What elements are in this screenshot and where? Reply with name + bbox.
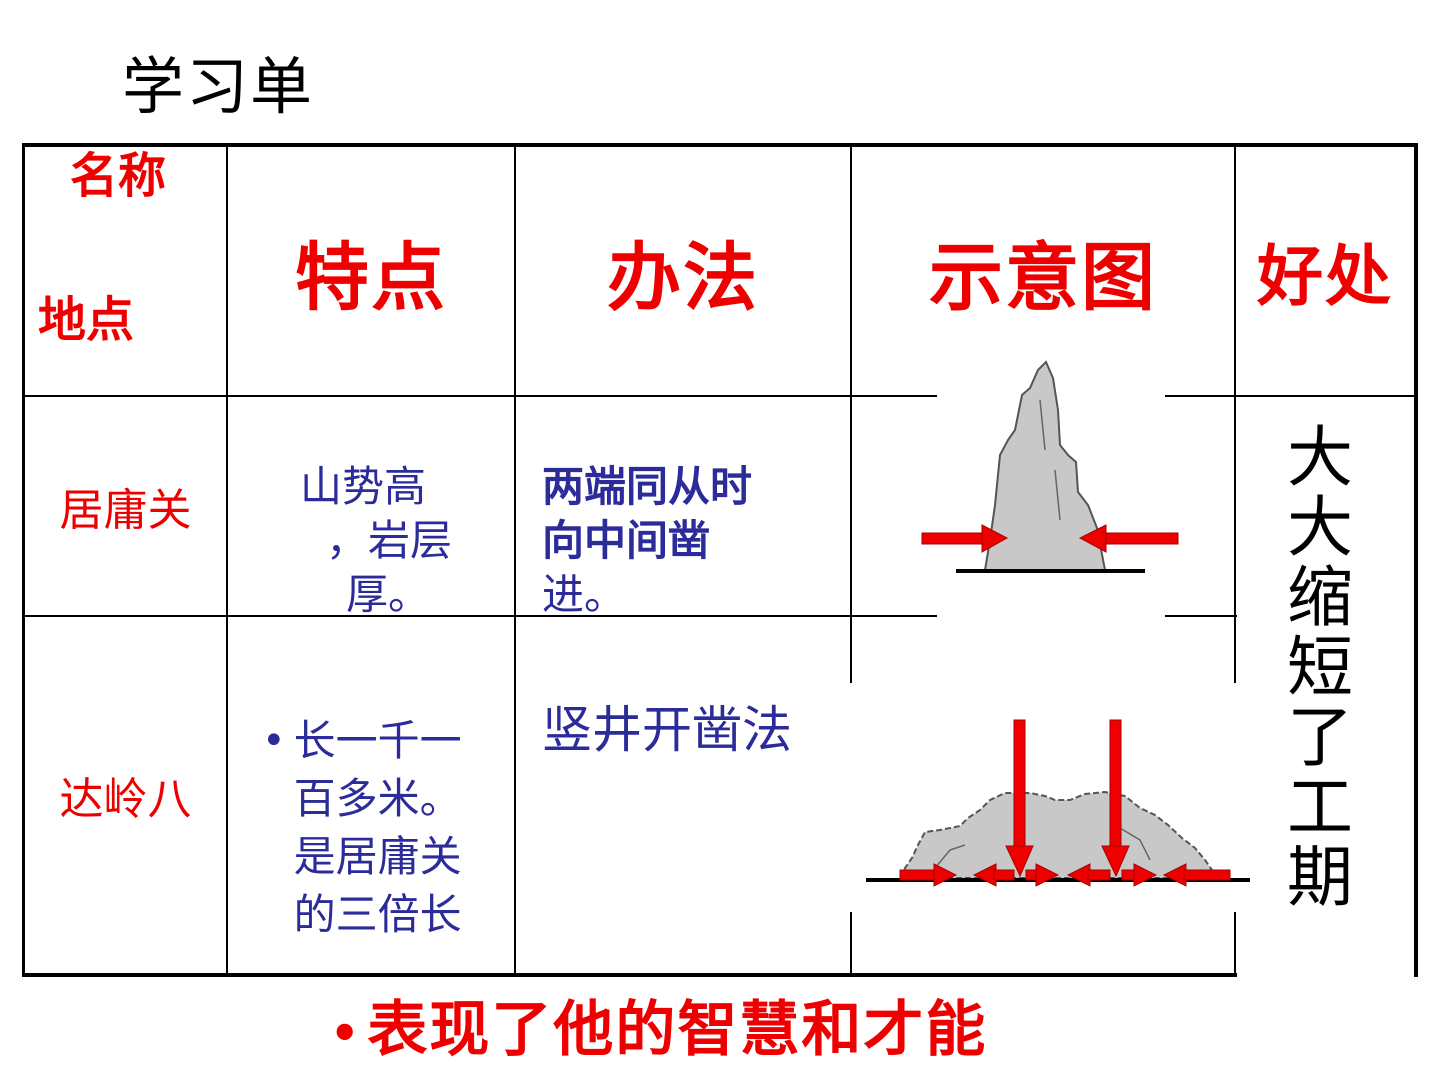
row1-feature-line: 山势高: [300, 462, 427, 511]
row1-method-line: 进。: [542, 569, 627, 619]
table-border-right: [1414, 143, 1418, 977]
row2-feature-line: 的三倍长: [293, 889, 462, 939]
row2-feature-line: 是居庸关: [293, 831, 462, 881]
row1-feature: 山势高 ，岩层 厚。: [300, 458, 510, 624]
table-row-divider: [1165, 615, 1237, 617]
header-method: 办法: [607, 234, 759, 321]
table-col-divider: [1234, 143, 1236, 683]
row1-method-line: 两端同从时: [542, 462, 753, 511]
header-corner-place: 地点: [38, 292, 135, 348]
arrow-right-head-icon: [1078, 524, 1107, 553]
summary-text: 表现了他的智慧和才能: [367, 995, 988, 1065]
page-title: 学习单: [122, 50, 315, 123]
row2-feature-line: 百多米。: [293, 773, 462, 823]
header-benefit: 好处: [1257, 238, 1393, 315]
row2-method: 竖井开凿法: [542, 701, 792, 759]
row-place-badaling: 达岭八: [59, 774, 192, 825]
table-col-divider: [514, 143, 516, 977]
tall-mountain-shape: [983, 360, 1107, 571]
row2-feature-line: 长一千一: [293, 716, 462, 765]
table-row-divider: [1165, 395, 1418, 397]
table-row-divider: [22, 615, 937, 617]
wide-mountain-shape: [900, 790, 1220, 879]
ground-arrow-right-icon: [1133, 863, 1158, 887]
table-col-divider: [850, 143, 852, 683]
header-corner-name: 名称: [70, 148, 167, 204]
table-col-divider: [226, 143, 228, 977]
row-place-juyongguan: 居庸关: [59, 485, 192, 536]
shaft-right-arrow-shaft: [1109, 719, 1122, 849]
table-border-top: [22, 143, 1418, 147]
row1-feature-line: 厚。: [346, 569, 431, 619]
ground-arrow-right-icon: [933, 863, 958, 887]
table-col-divider: [850, 912, 852, 977]
summary-bullet: •: [330, 1006, 362, 1061]
table-row-divider: [22, 395, 937, 397]
table-border-bottom: [22, 973, 1237, 977]
row1-method-line: 向中间凿: [542, 515, 711, 565]
row2-feature: • 长一千一 百多米。 是居庸关 的三倍长: [262, 712, 512, 944]
row2-feature-bullet: •: [262, 718, 286, 764]
benefit-text: 大大缩短了工期: [1276, 422, 1353, 912]
summary-line: •表现了他的智慧和才能: [330, 1000, 987, 1060]
shaft-right-arrow-head-icon: [1101, 845, 1130, 878]
table-border-left: [22, 143, 25, 977]
header-diagram: 示意图: [929, 234, 1157, 321]
table-col-divider: [1234, 912, 1236, 977]
shaft-left-arrow-head-icon: [1005, 845, 1034, 878]
shaft-left-arrow-shaft: [1013, 719, 1026, 849]
header-feature: 特点: [295, 234, 447, 321]
ground-arrow-right-icon: [1035, 863, 1060, 887]
arrow-left-head-icon: [981, 524, 1009, 553]
row1-method: 两端同从时 向中间凿 进。: [542, 458, 842, 624]
row1-feature-line: ，岩层: [326, 515, 453, 565]
